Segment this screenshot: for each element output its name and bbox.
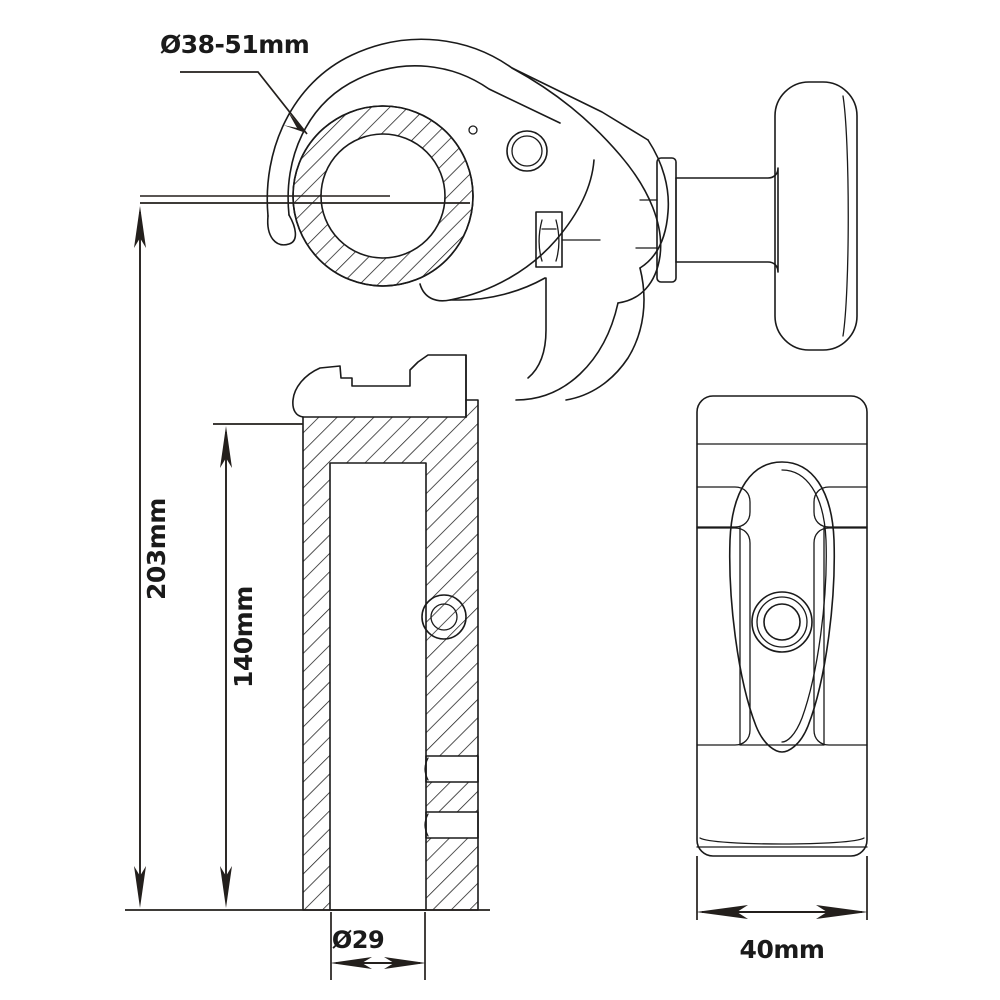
bore-range-arrowhead [283,112,306,133]
front-view-left-plate-lower [696,527,751,746]
notch-break-lower [424,813,429,837]
clamp-jaw-outer-arm [266,38,649,217]
body-width-label: 40mm [740,935,825,964]
tube-length-arrowhead-top [220,426,232,468]
bore-arrowhead-right [384,957,426,969]
height-arrowhead-top [134,206,146,248]
front-view-bottom-lip [699,837,865,845]
cam-slot-inner-left [538,219,543,262]
width-arrowhead-left [696,905,748,919]
dimension-tube-bore: Ø29 [330,912,426,980]
pivot-bolt-outer [506,130,548,172]
front-view-bolt-outer [751,591,813,653]
small-pin-detail [468,125,478,135]
front-view-right-plate-lower [813,527,868,746]
clamp-lower-body [449,277,546,301]
pivot-bolt-inner [511,135,543,167]
front-view [696,395,868,857]
front-view-oval-inner [781,469,827,743]
height-arrowhead-bottom [134,866,146,908]
bore-arrowhead-left [330,957,372,969]
dimension-overall-height: 203mm [125,202,490,911]
dimension-tube-length: 140mm [213,423,303,908]
t-handle-knob-assembly [635,81,858,351]
front-view-oval-lever [728,461,836,753]
cam-slot-inner-right [555,219,560,262]
front-view-body [696,395,868,857]
dimension-body-width: 40mm [696,856,868,964]
tube-length-arrowhead-bottom [220,866,232,908]
knob-head-shading-line [842,95,849,337]
knob-shaft [675,167,779,273]
clamp-arm-descending-left [515,302,619,401]
dimension-bore-range: Ø38-51mm [160,30,310,135]
tube-boss-outer [421,594,467,640]
width-arrowhead-right [816,905,868,919]
tube-bore-label: Ø29 [332,926,384,954]
tube-boss-hole [430,603,458,631]
notch-break-upper [424,757,429,781]
tube-wall-hatch [290,390,490,920]
overall-height-label: 203mm [142,498,171,600]
front-view-bolt-inner [763,603,801,641]
tube-detent-notch-lower [425,811,479,839]
tube-section [290,390,490,920]
clamp-arm-descending-right [565,267,645,401]
clamp-arm-inner-web [527,277,547,379]
knob-head [774,81,858,351]
front-view-bolt-mid [756,596,808,648]
front-view-right-plate [813,486,868,528]
bore-range-leader-line [180,71,308,135]
clamp-jaw-lower-hook [419,159,595,302]
tube-detent-notch-upper [425,755,479,783]
clamp-body-right-contour [639,139,670,269]
front-view-left-plate [696,486,751,528]
clamp-body-upper-right [511,67,662,304]
bore-range-label: Ø38-51mm [160,30,309,59]
tube-length-label: 140mm [229,586,258,688]
